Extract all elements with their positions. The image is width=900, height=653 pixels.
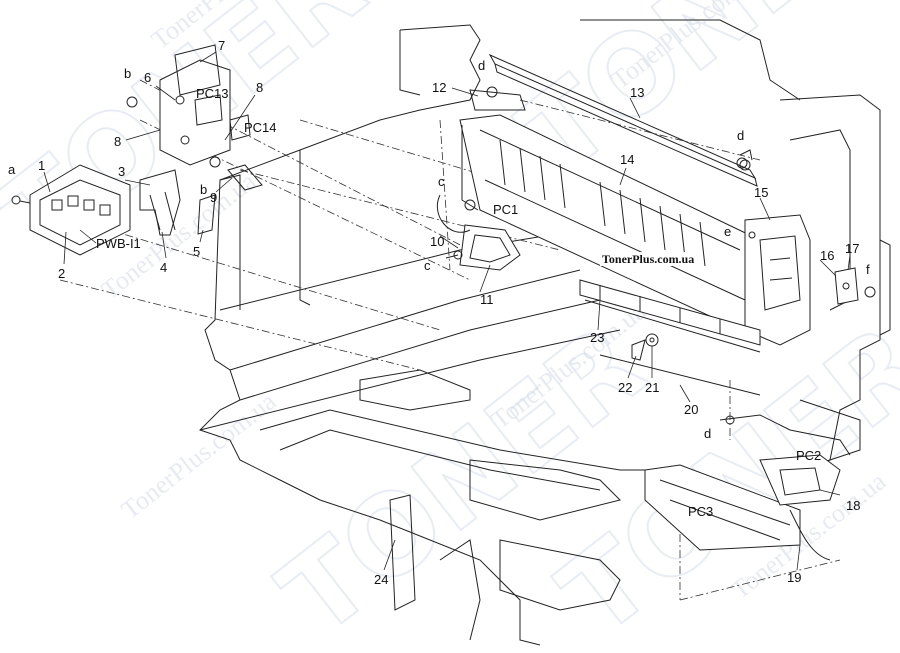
callout-d-bottom: d [704,426,711,441]
brand-label: TonerPlus.com.ua [600,252,697,266]
part-23-lower-rail [579,279,761,353]
callout-a: a [8,162,16,177]
leader-lines [43,51,851,571]
callout-pc13: PC13 [196,86,229,101]
brand-label-box: TonerPlus.com.ua [600,250,697,268]
callout-16: 16 [820,248,834,263]
part-13-top-rail [469,53,758,187]
callout-18: 18 [846,498,860,513]
callout-1: 1 [38,158,45,173]
callout-4: 4 [160,260,167,275]
callout-8-lower: 8 [114,134,121,149]
callout-f: f [866,262,870,277]
callout-pc1: PC1 [493,202,518,217]
part-14-guide-assembly [459,114,811,346]
part-11-sensor-bracket [436,194,521,271]
callout-15: 15 [754,185,768,200]
callout-7: 7 [218,38,225,53]
callout-b-lower: b [200,182,207,197]
callout-pc2: PC2 [796,448,821,463]
callout-6: 6 [144,70,151,85]
callout-11: 11 [480,292,494,307]
callout-19: 19 [787,570,801,585]
callout-pc3: PC3 [688,504,713,519]
callout-d-right: d [737,128,744,143]
callout-3: 3 [118,164,125,179]
callout-pc14: PC14 [244,120,277,135]
callout-c-lower: c [424,258,431,273]
callout-d-top: d [478,58,485,73]
callout-pwb-i1: PWB-I1 [96,236,141,251]
callout-20: 20 [684,402,698,417]
callout-14: 14 [620,152,634,167]
callout-23: 23 [590,330,604,345]
callout-8-upper: 8 [256,80,263,95]
callout-17: 17 [845,241,859,256]
watermark-text: TonerPlus.com.ua [116,386,282,524]
callout-2: 2 [58,266,65,281]
callout-e: e [724,224,731,239]
callout-21: 21 [645,380,659,395]
callout-24: 24 [374,572,388,587]
callout-22: 22 [618,380,632,395]
callout-b-upper: b [124,66,131,81]
callout-12: 12 [432,80,446,95]
callout-9: 9 [210,190,217,205]
left-parts-cluster [11,44,263,256]
callout-labels: 1 2 3 4 5 6 7 8 8 9 10 11 12 13 14 15 16… [8,38,870,587]
callout-c-upper: c [438,174,445,189]
callout-5: 5 [193,244,200,259]
callout-10: 10 [430,234,444,249]
callout-13: 13 [630,85,644,100]
